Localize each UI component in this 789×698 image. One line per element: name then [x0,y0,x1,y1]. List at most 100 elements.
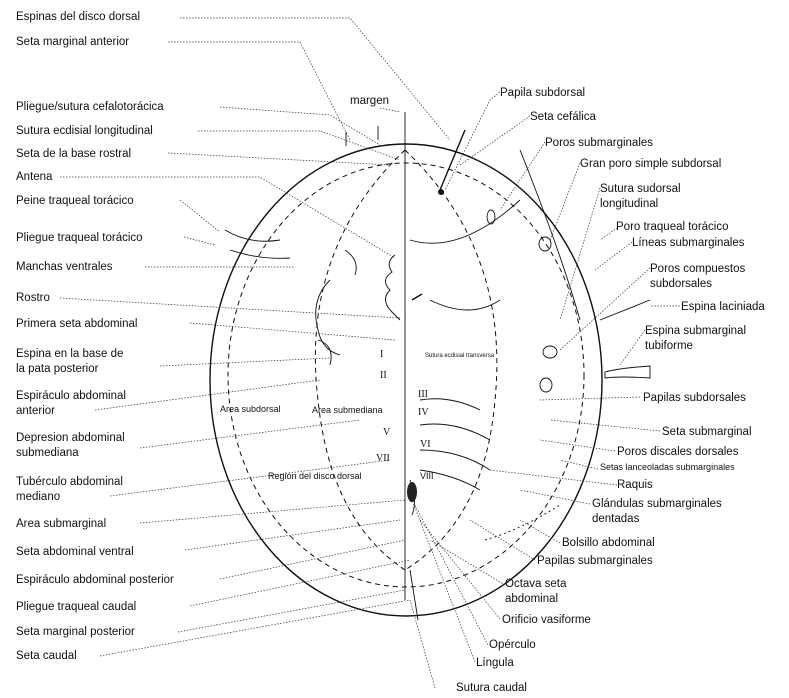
label-seta-cefalica: Seta cefálica [530,111,596,123]
compound-pore [542,345,558,359]
segment-numeral: VIII [420,471,434,481]
label-depresion-abdominal-1: Depresion abdominal [16,432,125,444]
inner-labels: margen Area subdorsal Area submediana Re… [220,95,495,481]
antenna-shape [385,254,401,321]
label-setas-lanceoladas: Setas lanceoladas submarginales [600,462,735,472]
segment-numeral: VI [420,439,431,450]
label-gran-poro: Gran poro simple subdorsal [580,158,721,170]
label-seta-marginal-posterior: Seta marginal posterior [16,626,135,638]
label-pliegue-traqueal-caudal: Pliegue traqueal caudal [16,601,136,613]
compound-pore [539,377,553,393]
label-sutura-sudorsal-2: longitudinal [600,198,658,210]
label-tuberculo-abdominal-1: Tubérculo abdominal [16,476,123,488]
segment-numeral: III [418,389,428,400]
label-seta-abdominal-ventral: Seta abdominal ventral [16,546,134,558]
dorsal-suture [409,199,521,244]
seta-mark [411,293,423,301]
label-poros-submarginales: Poros submarginales [545,137,653,149]
tracheal-fold [224,229,281,242]
label-peine-traqueal-toracico: Peine traqueal torácico [16,195,134,207]
segment-numerals: I II III IV V VI VII VIII [376,349,434,481]
label-espiraculo-abd-posterior: Espiráculo abdominal posterior [16,574,174,586]
label-octava-seta-1: Octava seta [505,578,567,590]
laciniate-spine [599,299,651,321]
label-espina-base-pata-1: Espina en la base de [16,348,123,360]
label-poros-compuestos-2: subdorsales [650,278,712,290]
label-manchas-ventrales: Manchas ventrales [16,261,113,273]
label-espina-base-pata-2: la pata posterior [16,363,99,375]
label-primera-seta-abdominal: Primera seta abdominal [16,318,137,330]
label-seta-caudal: Seta caudal [16,650,77,662]
label-sutura-ecdisial-transversa: Sutura ecdisial transversa [425,353,495,359]
label-papila-subdorsal: Papila subdorsal [500,87,585,99]
label-glandulas-2: dentadas [592,513,640,525]
label-area-submarginal: Area submarginal [16,518,106,530]
label-sutura-sudorsal-1: Sutura sudorsal [600,183,681,195]
label-espinas-disco-dorsal: Espinas del disco dorsal [16,11,140,23]
label-espiraculo-abd-anterior-2: anterior [16,405,55,417]
left-leaders [59,17,451,657]
label-lineas-submarginales: Líneas submarginales [632,237,745,249]
leg-outline [344,249,357,276]
tracheal-fold [229,249,291,259]
label-raquis: Raquis [617,479,653,491]
label-sutura-caudal: Sutura caudal [456,682,527,694]
label-area-subdorsal: Area subdorsal [220,404,281,414]
segment-numeral: VII [376,453,390,464]
label-glandulas-1: Glándulas submarginales [592,498,722,510]
operculum [407,482,417,502]
puparium-body [209,112,651,621]
segment-line [419,469,481,491]
label-depresion-abdominal-2: submediana [16,447,79,459]
leg-outline [317,339,332,366]
segment-line [419,398,481,411]
segment-numeral: II [380,370,387,381]
leg-outline [315,279,341,356]
label-orificio-vasiforme: Orificio vasiforme [502,614,591,626]
segment-numeral: V [383,427,391,438]
subdorsal-line-left [314,149,406,571]
label-margen: margen [350,95,389,107]
right-labels: Papila subdorsal Seta cefálica Poros sub… [456,87,765,694]
label-espina-laciniada: Espina laciniada [681,301,765,313]
segment-line [419,423,491,441]
tubiform-spine [604,365,651,379]
pore [538,236,552,252]
label-bolsillo-abdominal: Bolsillo abdominal [562,537,655,549]
right-leaders [379,91,680,689]
label-sutura-ecdisial-longitudinal: Sutura ecdisial longitudinal [16,125,153,137]
label-pliegue-traqueal-toracico: Pliegue traqueal torácico [16,232,143,244]
pore [486,209,496,225]
submarginal-line [227,162,585,588]
label-lingula: Língula [476,657,514,669]
label-pliegue-sutura-cefalotoracica: Pliegue/sutura cefalotorácica [16,101,164,113]
label-poro-traqueal-toracico: Poro traqueal torácico [616,221,729,233]
segment-numeral: I [380,349,383,360]
body-outline [209,143,603,617]
label-poros-discales-dorsales: Poros discales dorsales [617,446,739,458]
label-papilas-subdorsales: Papilas subdorsales [643,392,746,404]
label-espina-submarginal-2: tubiforme [645,340,693,352]
segment-line [419,449,491,471]
dorsal-suture [429,299,501,311]
label-rostro: Rostro [16,292,50,304]
label-seta-submarginal: Seta submarginal [662,426,752,438]
label-seta-base-rostral: Seta de la base rostral [16,148,131,160]
label-tuberculo-abdominal-2: mediano [16,491,60,503]
label-octava-seta-2: abdominal [505,593,558,605]
label-seta-marginal-anterior: Seta marginal anterior [16,36,129,48]
caudal-seta [409,569,419,621]
segment-numeral: IV [418,407,429,418]
label-espina-submarginal-1: Espina submarginal [645,325,746,337]
label-operculo: Opérculo [489,639,536,651]
label-poros-compuestos-1: Poros compuestos [650,263,745,275]
subdorsal-line-right [404,149,498,571]
subdorsal-suture [519,149,581,321]
label-papilas-submarginales: Papilas submarginales [537,555,653,567]
label-antena: Antena [16,171,53,183]
label-espiraculo-abd-anterior-1: Espiráculo abdominal [16,390,126,402]
label-area-submediana: Area submediana [312,405,383,415]
cephalic-seta [439,129,466,191]
label-region-disco: Región del disco dorsal [268,471,362,481]
